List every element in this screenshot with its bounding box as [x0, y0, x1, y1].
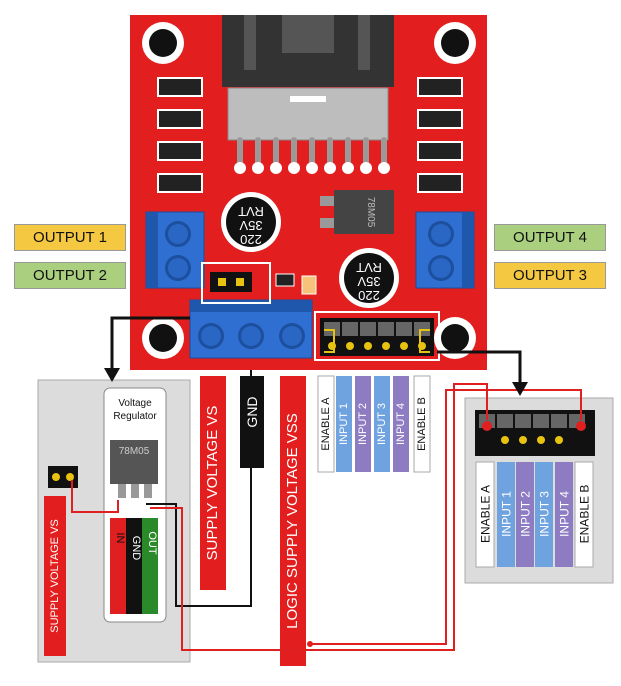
input-label-inputs_top-1: INPUT 1 [338, 403, 350, 445]
regulator-out-bar [142, 518, 158, 614]
input-label-inputs_detail-2: INPUT 2 [518, 491, 532, 537]
input-top-bg-4 [393, 376, 409, 472]
pin-header-highlight [314, 311, 440, 361]
regulator-title-2: Regulator [113, 411, 157, 422]
input-label-inputs_top-4: INPUT 4 [395, 403, 407, 445]
wires [71, 316, 582, 653]
terminal-block-bottom [189, 299, 313, 359]
regulator-in-label: IN [114, 532, 126, 544]
board-regulator-icon [320, 190, 394, 234]
logic-vss-label: LOGIC SUPPLY VOLTAGE VSS [284, 413, 301, 629]
input-label-inputs_detail-4: INPUT 4 [557, 491, 571, 537]
input-label-inputs_detail-3: INPUT 3 [537, 491, 551, 537]
board-regulator-text: 78M05 [365, 196, 376, 228]
jumper-highlight-box [201, 262, 271, 304]
input-top-bg-0 [317, 375, 335, 473]
jumper-icon [210, 272, 252, 292]
label-supply-vs-bg [200, 376, 226, 590]
input-label-inputs_detail-1: INPUT 1 [499, 491, 513, 537]
terminal-block-right [415, 211, 475, 289]
output-3-label: OUTPUT 3 [494, 262, 606, 289]
output-1-label: OUTPUT 1 [14, 224, 126, 251]
input-label-inputs_detail-0: ENABLE A [478, 484, 492, 544]
regulator-in-bar [110, 518, 126, 614]
output-4-label: OUTPUT 4 [494, 224, 606, 251]
input-label-inputs_top-2: INPUT 2 [357, 403, 369, 445]
capacitor-right-text: 220 35V RVT [356, 260, 382, 303]
gnd-label: GND [244, 396, 260, 428]
input-label-inputs_top-5: ENABLE B [416, 397, 428, 451]
label-logic-vss-bg [280, 376, 306, 666]
output-2-label: OUTPUT 2 [14, 262, 126, 289]
smd-component [275, 273, 295, 287]
mounting-hole-icon [142, 22, 476, 359]
supply-vs-label: SUPPLY VOLTAGE VS [204, 405, 221, 561]
regulator-gnd-bar [126, 518, 142, 614]
input-top-bg-2 [355, 376, 371, 472]
left-supply-vs-label: SUPPLY VOLTAGE VS [49, 519, 61, 633]
input-detail-bg-1 [497, 462, 515, 567]
arrowhead-icon [104, 368, 528, 396]
left-pin-header [48, 466, 78, 488]
terminal-block-left [145, 211, 205, 289]
regulator-out-label: OUT [146, 531, 158, 555]
diode-icon [157, 77, 463, 193]
input-label-inputs_top-0: ENABLE A [320, 397, 332, 451]
heatsink-chip-icon [222, 15, 394, 174]
input-label-inputs_top-3: INPUT 3 [376, 403, 388, 445]
regulator-gnd-label: GND [130, 535, 142, 561]
input-top-bg-1 [336, 376, 352, 472]
led-icon [301, 275, 317, 295]
input-detail-bg-2 [516, 462, 534, 567]
input-detail-bg-0 [475, 461, 495, 568]
input-detail-bg-5 [574, 461, 594, 568]
input-detail-bg-4 [555, 462, 573, 567]
regulator-chip-text: 78M05 [118, 446, 150, 457]
input-top-bg-3 [374, 376, 390, 472]
input-top-bg-5 [413, 375, 431, 473]
regulator-chip-icon [110, 440, 158, 498]
detail-pin-header [475, 410, 595, 456]
input-detail-bg-3 [535, 462, 553, 567]
capacitor-left-icon [221, 192, 281, 252]
capacitor-left-text: 220 35V RVT [238, 204, 264, 247]
left-supply-label-bg [44, 496, 66, 656]
capacitor-right-icon [339, 248, 399, 308]
input-label-inputs_detail-5: ENABLE B [577, 484, 591, 544]
regulator-title-1: Voltage [118, 398, 152, 409]
board-pin-header [320, 318, 434, 356]
